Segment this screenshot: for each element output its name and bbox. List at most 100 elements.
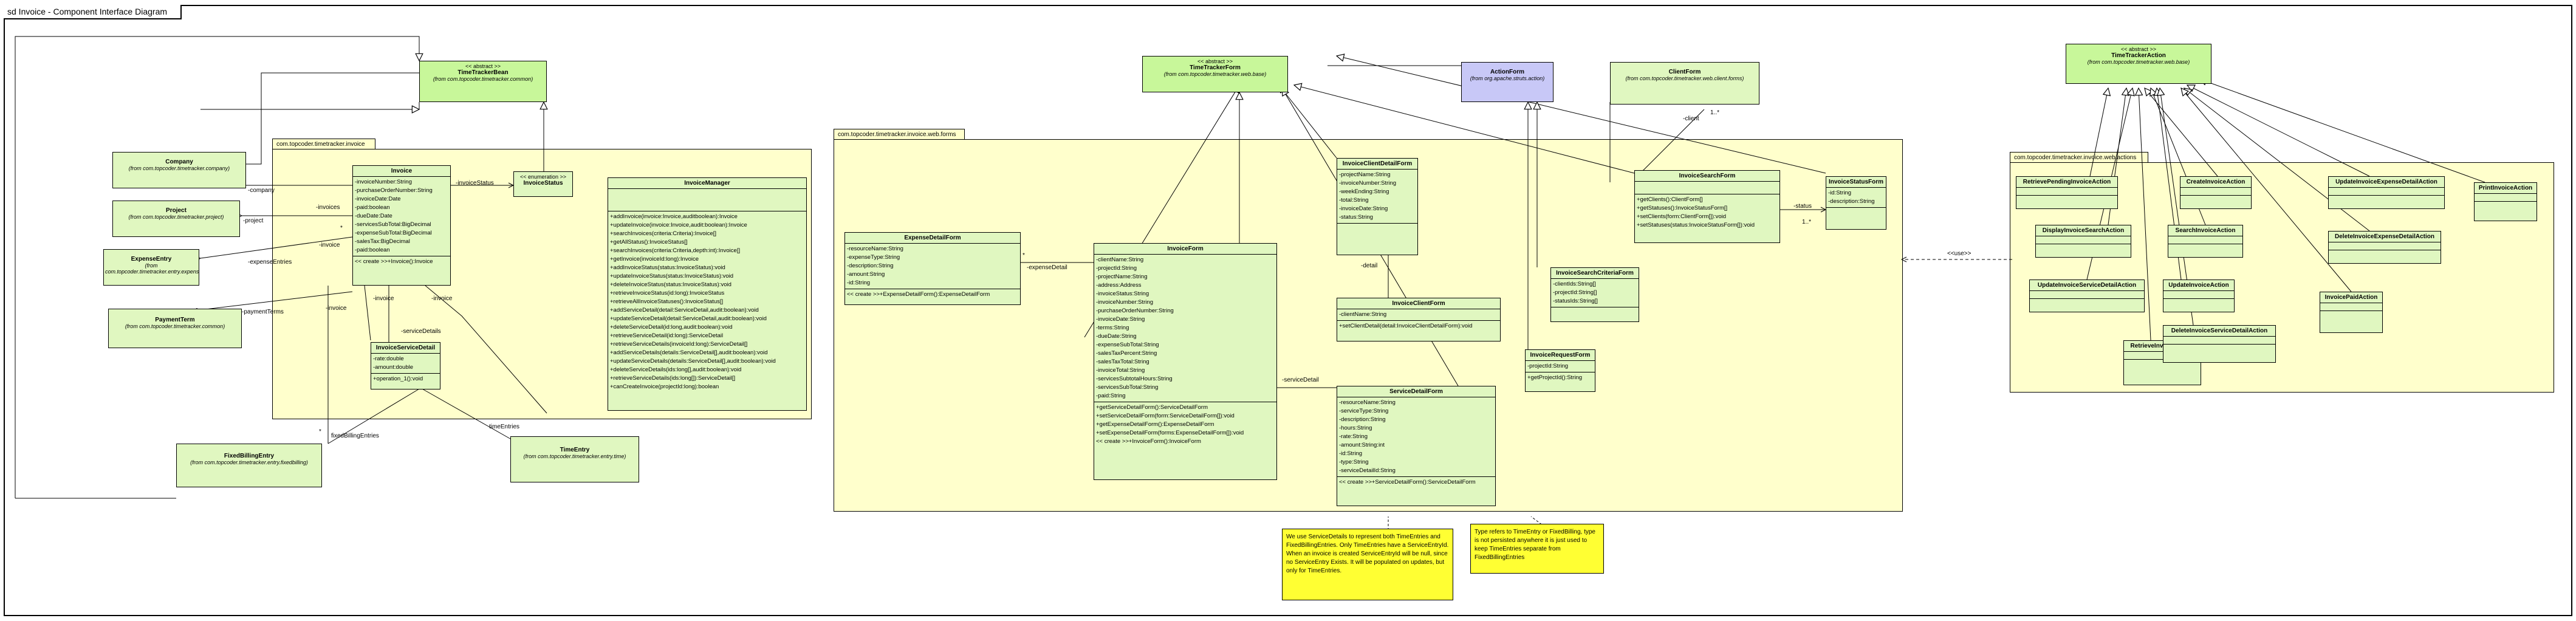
class-name: RetrievePendingInvoiceAction: [2023, 179, 2111, 185]
class-deleteinvoiceservicedetailaction[interactable]: DeleteInvoiceServiceDetailAction: [2163, 325, 2276, 363]
attribute-list: -id:String -description:String: [1826, 188, 1886, 208]
class-invoiceclientdetailform[interactable]: InvoiceClientDetailForm -projectName:Str…: [1337, 158, 1418, 255]
class-name: ExpenseEntry: [131, 256, 172, 262]
class-timetrackerform[interactable]: << abstract >> TimeTrackerForm (from com…: [1142, 56, 1288, 92]
label-expense-detail: -expenseDetail: [1027, 264, 1067, 271]
class-invoicestatus[interactable]: << enumeration >> InvoiceStatus: [513, 171, 573, 197]
attribute: -invoiceNumber:String: [1339, 180, 1396, 187]
line-searchform-clientform: [1643, 109, 1705, 170]
operation-list: << create >>+ServiceDetailForm():Service…: [1337, 477, 1495, 488]
class-timeentry[interactable]: TimeEntry (from com.topcoder.timetracker…: [510, 436, 639, 482]
class-name: InvoiceServiceDetail: [375, 345, 436, 351]
class-invoiceclientform[interactable]: InvoiceClientForm -clientName:String +se…: [1337, 298, 1501, 341]
label-payment-terms: -paymentTerms: [242, 309, 284, 315]
class-printinvoiceaction[interactable]: PrintInvoiceAction: [2474, 182, 2537, 221]
class-deleteinvoiceexpensedetailaction[interactable]: DeleteInvoiceExpenseDetailAction: [2328, 231, 2441, 264]
operation-list: [2320, 311, 2382, 318]
attribute: -purchaseOrderNumber:String: [1096, 307, 1174, 314]
class-invoice[interactable]: Invoice -invoiceNumber:String -purchaseO…: [352, 165, 451, 286]
class-timetrackeraction[interactable]: << abstract >> TimeTrackerAction (from c…: [2066, 44, 2211, 84]
class-invoicestatusform[interactable]: InvoiceStatusForm -id:String -descriptio…: [1826, 176, 1886, 230]
attribute: -salesTaxPercent:String: [1096, 350, 1157, 357]
operation: +deleteServiceDetail(id:long,audit:boole…: [610, 324, 733, 331]
attribute: -clientIds:String[]: [1553, 281, 1596, 287]
attribute-list: -resourceName:String-serviceType:String-…: [1337, 397, 1495, 477]
class-invoiceservicedetail[interactable]: InvoiceServiceDetail -rate:double -amoun…: [371, 342, 440, 389]
class-name: InvoiceClientForm: [1392, 300, 1445, 307]
class-expensedetailform[interactable]: ExpenseDetailForm -resourceName:String -…: [844, 232, 1021, 305]
class-name: Project: [166, 207, 187, 214]
operation: +retrieveServiceDetail(id:long):ServiceD…: [610, 332, 724, 339]
line-expenseentry-outer: [15, 36, 419, 498]
class-updateinvoiceaction[interactable]: UpdateInvoiceAction: [2163, 280, 2235, 312]
label-project: -project: [243, 218, 264, 224]
operation: +setStatuses(status:InvoiceStatusForm[])…: [1637, 222, 1755, 228]
class-invoicesearchcriteriaform[interactable]: InvoiceSearchCriteriaForm -clientIds:Str…: [1550, 267, 1639, 322]
line-expenseentry-invoice: [200, 236, 353, 258]
class-expenseentry[interactable]: ExpenseEntry (from com.topcoder.timetrac…: [103, 249, 199, 286]
attribute: -amount:String: [847, 271, 885, 278]
class-clientform[interactable]: ClientForm (from com.topcoder.timetracke…: [1610, 62, 1759, 105]
line-paid-tta: [2181, 88, 2352, 292]
attribute: -dueDate:Date: [355, 213, 392, 219]
class-invoicepaidaction[interactable]: InvoicePaidAction: [2320, 292, 2383, 333]
label-time-entries: timeEntries: [489, 424, 520, 430]
class-createinvoiceaction[interactable]: CreateInvoiceAction: [2180, 176, 2252, 209]
class-name: RetrieveInvoiceAction: [2130, 343, 2194, 349]
class-invoicesearchform[interactable]: InvoiceSearchForm +getClients():ClientFo…: [1634, 170, 1780, 243]
class-project[interactable]: Project (from com.topcoder.timetracker.p…: [112, 201, 240, 237]
operation: +retrieveAllInvoiceStatuses():InvoiceSta…: [610, 298, 724, 305]
class-stereotype: << abstract >>: [2120, 46, 2157, 52]
class-namespace: (from com.topcoder.timetracker.common): [433, 76, 533, 82]
operation: +canCreateInvoice(projectId:long):boolea…: [610, 383, 719, 390]
class-invoiceform[interactable]: InvoiceForm -clientName:String-projectId…: [1094, 243, 1277, 480]
class-displayinvoicesearchaction[interactable]: DisplayInvoiceSearchAction: [2035, 225, 2131, 258]
class-name: InvoiceSearchForm: [1679, 173, 1736, 179]
operation: +retrieveInvoiceStatus(id:long):InvoiceS…: [610, 290, 725, 297]
class-company[interactable]: Company (from com.topcoder.timetracker.c…: [112, 152, 246, 188]
label-detail: -detail: [1361, 262, 1378, 269]
attribute: -expenseType:String: [847, 254, 900, 261]
class-name: UpdateInvoiceAction: [2168, 282, 2229, 289]
class-namespace: (from com.topcoder.timetracker.entry.tim…: [523, 453, 626, 459]
class-fixedbillingentry[interactable]: FixedBillingEntry (from com.topcoder.tim…: [176, 444, 322, 487]
label-invoices: -invoices: [316, 204, 340, 211]
class-searchinvoiceaction[interactable]: SearchInvoiceAction: [2168, 225, 2243, 258]
attribute: -invoiceStatus:String: [1096, 290, 1149, 297]
operation: +retrieveServiceDetails(invoiceId:long):…: [610, 341, 748, 348]
class-paymentterm[interactable]: PaymentTerm (from com.topcoder.timetrack…: [108, 309, 242, 348]
class-name: InvoiceStatusForm: [1828, 179, 1884, 185]
class-retrievependinginvoiceaction[interactable]: RetrievePendingInvoiceAction: [2016, 176, 2118, 209]
attribute: -hours:String: [1339, 425, 1372, 431]
operation: +searchInvoices(criteria:Criteria,depth:…: [610, 247, 741, 254]
operation-list: [2163, 299, 2234, 306]
line-retrieveinv-tta: [2139, 88, 2151, 341]
attribute: -dueDate:String: [1096, 333, 1137, 340]
class-name: ExpenseDetailForm: [904, 235, 961, 241]
label-star3: *: [319, 428, 321, 435]
attribute: -invoiceDate:Date: [355, 196, 401, 202]
class-timetrackerbean[interactable]: << abstract >> TimeTrackerBean (from com…: [419, 61, 547, 102]
class-updateinvoiceexpensedetailaction[interactable]: UpdateInvoiceExpenseDetailAction: [2328, 176, 2445, 209]
class-servicedetailform[interactable]: ServiceDetailForm -resourceName:String-s…: [1337, 386, 1496, 506]
package-invoice-label: com.topcoder.timetracker.invoice: [272, 139, 375, 149]
attribute-list: [2124, 352, 2201, 360]
class-name: InvoiceManager: [684, 180, 730, 187]
attribute: -expenseSubTotal:BigDecimal: [355, 230, 432, 236]
class-name: UpdateInvoiceServiceDetailAction: [2037, 282, 2137, 289]
attribute: -clientName:String: [1339, 311, 1387, 318]
attribute-list: -clientIds:String[] -projectId:String[] …: [1551, 279, 1639, 307]
attribute-list: [2180, 188, 2251, 196]
attribute: -projectId:String: [1527, 363, 1569, 369]
label-invoice-a: -invoice: [319, 242, 340, 249]
operation: +deleteServiceDetails(ids:long[],audit:b…: [610, 366, 742, 373]
operation-list: [2329, 250, 2441, 258]
class-updateinvoiceservicedetailaction[interactable]: UpdateInvoiceServiceDetailAction: [2029, 280, 2145, 312]
operation: +getServiceDetailForm():ServiceDetailFor…: [1096, 404, 1208, 411]
operation: +deleteInvoiceStatus(status:InvoiceStatu…: [610, 281, 731, 288]
class-invoicerequestform[interactable]: InvoiceRequestForm -projectId:String +ge…: [1525, 349, 1595, 392]
class-actionform[interactable]: ActionForm (from org.apache.struts.actio…: [1461, 62, 1553, 102]
attribute: -resourceName:String: [1339, 399, 1396, 406]
class-invoicemanager[interactable]: InvoiceManager +addInvoice(invoice:Invoi…: [608, 177, 807, 411]
label-invoice-c: -invoice: [373, 295, 394, 302]
